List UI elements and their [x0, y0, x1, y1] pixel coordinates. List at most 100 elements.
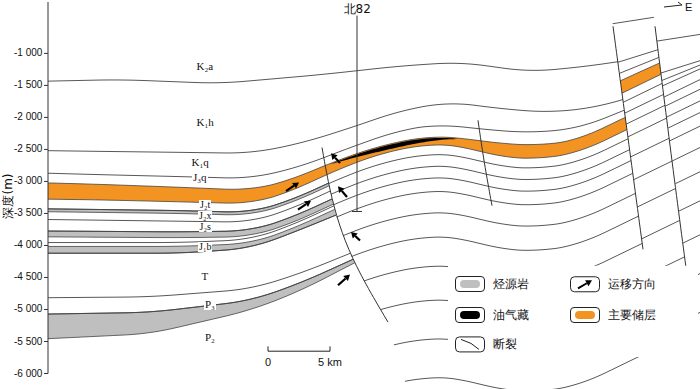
- bed-boundary: [40, 24, 700, 232]
- legend-label: 主要储层: [608, 309, 656, 321]
- bed-boundary: [40, 63, 700, 174]
- bed-boundary: [40, 62, 700, 253]
- stratum-label: J₂t: [199, 200, 211, 210]
- fault-line: [613, 26, 643, 249]
- bed-boundary: [40, 33, 700, 115]
- legend-swatch: [455, 276, 485, 292]
- stratum-label: J₂x: [198, 211, 212, 221]
- depth-label: -5 500: [14, 337, 42, 347]
- migration-arrow: [286, 186, 294, 191]
- legend-arrow-sample: [578, 283, 587, 288]
- migration-arrow: [351, 232, 358, 239]
- direction-mark: [664, 2, 682, 7]
- legend-color: [575, 311, 595, 319]
- bed-boundary: [40, 83, 700, 198]
- stratum-label: K₁q: [191, 157, 210, 168]
- bed-boundary: [40, 96, 700, 211]
- direction-label: E: [685, 2, 692, 13]
- reservoir-band: [40, 39, 700, 164]
- source-rock-band: [40, 6, 700, 214]
- migration-arrow: [342, 191, 347, 197]
- bed-boundary: [40, 120, 700, 235]
- bed-boundary: [40, 142, 700, 257]
- stratum-label: P₂: [204, 332, 216, 343]
- fault-line: [478, 120, 492, 205]
- bed-boundary: [40, 36, 700, 139]
- depth-label: -1 500: [14, 80, 42, 90]
- depth-label: -2 500: [14, 144, 42, 154]
- bed-boundary: [40, 166, 700, 281]
- legend-fault-sample: [461, 339, 479, 349]
- section-body: [40, 2, 700, 389]
- migration-arrow: [338, 279, 346, 286]
- legend-swatch: [455, 307, 485, 323]
- migration-arrow: [338, 186, 345, 193]
- depth-label: -1 000: [14, 48, 42, 58]
- depth-label: -3 500: [14, 208, 42, 218]
- legend-sample-box: [571, 277, 600, 292]
- migration-arrow: [304, 201, 311, 207]
- bed-boundary: [40, 83, 700, 198]
- stratum-label: T: [201, 271, 210, 282]
- bed-boundary: [40, 32, 700, 243]
- bed-boundary: [40, 74, 700, 189]
- right-block-beds: [40, 8, 700, 389]
- bed-boundary: [40, 156, 700, 271]
- stratum-label: J₂s: [199, 222, 212, 232]
- bed-boundary: [40, 47, 700, 83]
- fault-line: [322, 148, 388, 323]
- fault-line: [655, 26, 690, 298]
- depth-label: -5 000: [14, 304, 42, 314]
- legend-sample-box: [456, 337, 485, 352]
- oil-gas-reservoir: [330, 138, 460, 164]
- migration-arrow: [355, 236, 360, 241]
- bed-boundary: [40, 110, 700, 225]
- bed-boundary: [40, 107, 700, 222]
- bed-boundary: [40, 75, 700, 178]
- depth-axis: [44, 2, 48, 374]
- far-right-block-beds: [40, 33, 700, 389]
- scale-label: 5 km: [318, 357, 342, 368]
- depth-label: -2 000: [14, 112, 42, 122]
- stratum-label: K₂a: [196, 61, 215, 72]
- bed-boundary: [40, 59, 700, 174]
- migration-arrow: [298, 204, 306, 209]
- stratum-label: P₃: [204, 299, 216, 310]
- axis-title: 深度(m): [1, 173, 13, 218]
- bed-boundary: [40, 60, 700, 163]
- legend-label: 运移方向: [608, 278, 656, 290]
- migration-arrow: [335, 158, 340, 163]
- legend-arrow-sample: [585, 280, 592, 286]
- bed-boundary: [40, 244, 700, 359]
- legend-label: 油气藏: [493, 309, 529, 321]
- stratum-label: K₁h: [196, 117, 215, 128]
- bed-boundary: [40, 117, 700, 232]
- migration-arrow: [343, 275, 350, 281]
- migration-arrow: [292, 182, 299, 188]
- bed-boundary: [40, 6, 700, 211]
- bed-boundary: [40, 33, 700, 69]
- stratum-label: J₃q: [192, 172, 208, 183]
- legend-panel: [448, 266, 698, 357]
- legend-swatch: [570, 307, 600, 323]
- well-name: 北82: [344, 3, 371, 15]
- scale-label: 0: [265, 357, 271, 368]
- bed-boundary: [40, 95, 700, 210]
- legend-color: [460, 280, 480, 288]
- depth-label: -3 000: [14, 176, 42, 186]
- bed-boundary: [40, 244, 700, 359]
- bed-boundary: [40, 57, 700, 139]
- migration-arrow: [331, 153, 338, 160]
- source-rock-band: [40, 24, 700, 238]
- depth-label: -4 000: [14, 240, 42, 250]
- depth-label: -4 500: [14, 272, 42, 282]
- well-trace: [352, 16, 362, 212]
- legend-color: [460, 311, 480, 319]
- depth-label: -6 000: [14, 369, 42, 379]
- main-block-beds: [40, 47, 700, 203]
- legend-label: 断裂: [493, 338, 517, 350]
- bed-boundary: [40, 142, 700, 257]
- scale-bar: [268, 346, 330, 351]
